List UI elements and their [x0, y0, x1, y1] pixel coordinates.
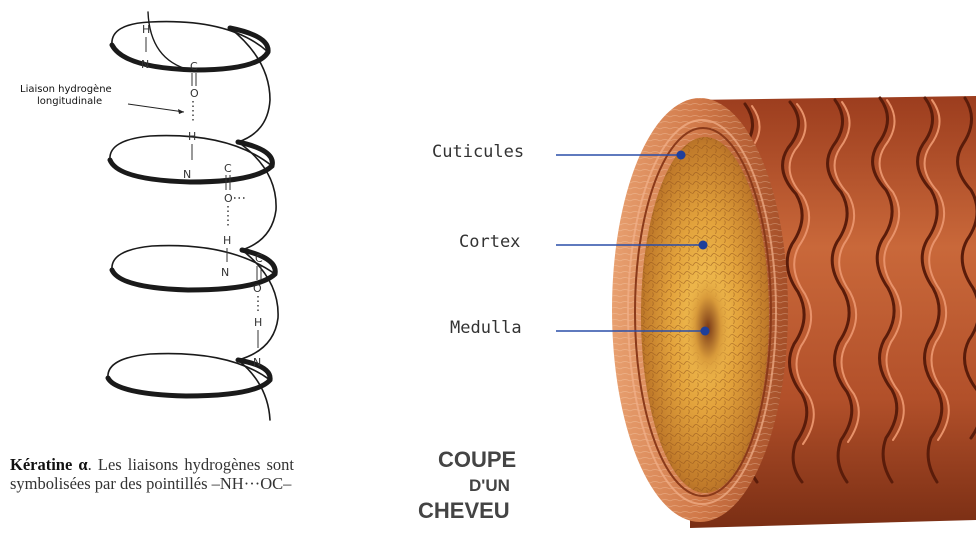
atom-n: N: [183, 168, 191, 181]
figure-caption: Kératine α. Les liaisons hydrogènes sont…: [10, 456, 294, 493]
pointer-dot: [701, 327, 710, 336]
atom-o: O: [190, 87, 199, 100]
title-line-2: D'UN: [469, 476, 510, 495]
atom-o: O: [253, 282, 262, 295]
atom-c: C: [224, 162, 232, 175]
atom-h: H: [254, 316, 262, 329]
label-cortex: Cortex: [459, 232, 520, 252]
label-medulla: Medulla: [450, 318, 522, 338]
callout-line-2: longitudinale: [37, 96, 102, 107]
callout-arrow: [128, 104, 184, 112]
caption-keyword: Kératine α: [10, 455, 88, 474]
hair-cross-section: Cuticules Cortex Medulla COUPE D'UN CHEV…: [418, 96, 976, 528]
atom-h: H: [188, 130, 196, 143]
title-line-3: CHEVEU: [418, 498, 510, 523]
atom-c: C: [255, 252, 263, 265]
atom-c: C: [190, 60, 198, 73]
hydrogen-bond-callout: Liaison hydrogène longitudinale: [20, 83, 184, 114]
peptide-groups: H N C O H N C O H N C O: [141, 23, 263, 369]
atom-h: H: [223, 234, 231, 247]
title-line-1: COUPE: [438, 447, 516, 472]
atom-n: N: [253, 356, 261, 369]
pointer-dot: [677, 151, 686, 160]
hair-section-title: COUPE D'UN CHEVEU: [418, 447, 516, 523]
atom-n: N: [141, 58, 149, 71]
atom-h: H: [142, 23, 150, 36]
keratin-alpha-helix: H N C O H N C O H N C O: [20, 12, 278, 420]
atom-n: N: [221, 266, 229, 279]
callout-line-1: Liaison hydrogène: [20, 83, 112, 95]
atom-o: O: [224, 192, 233, 205]
label-cuticle: Cuticules: [432, 142, 524, 162]
pointer-dot: [699, 241, 708, 250]
